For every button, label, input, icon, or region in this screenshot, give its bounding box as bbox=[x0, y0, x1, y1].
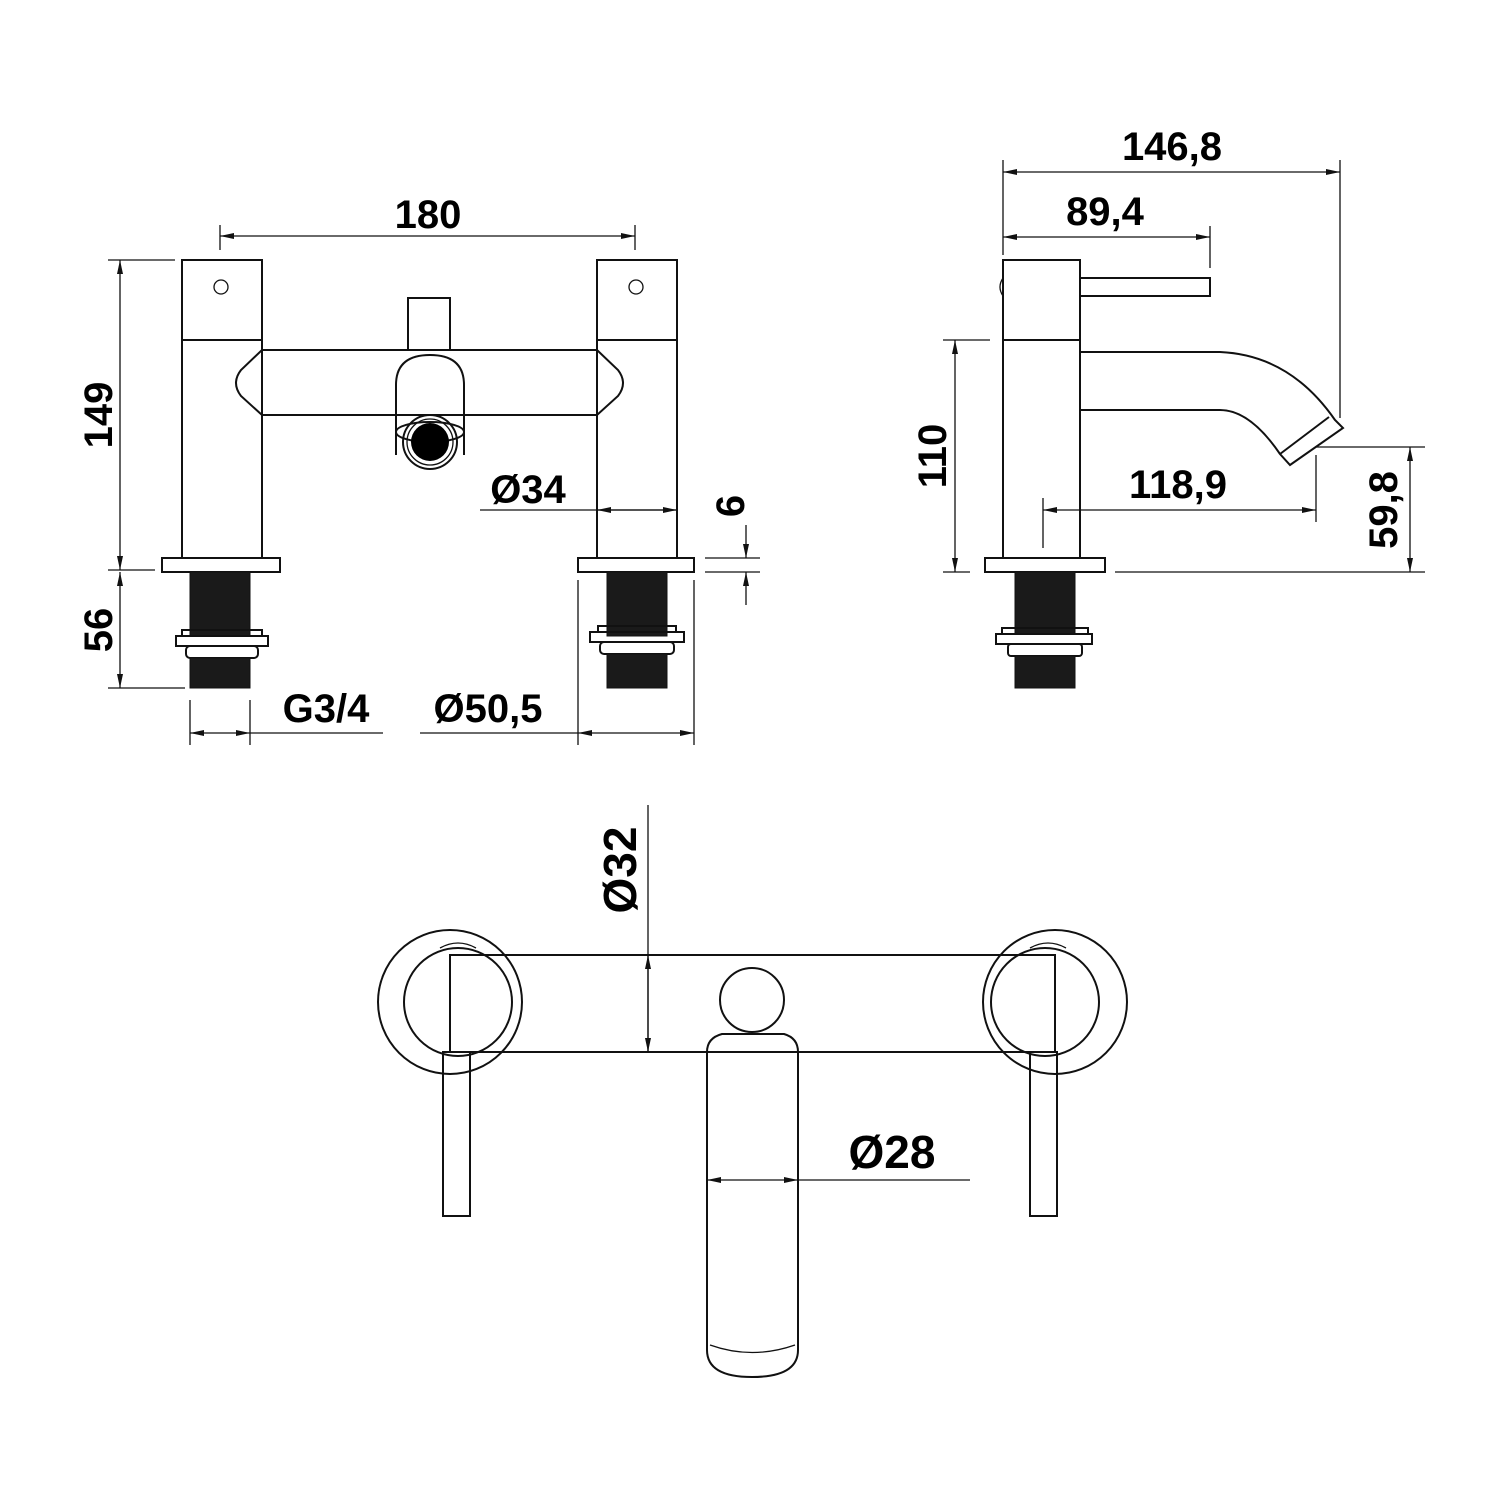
side-view: 146,8 89,4 110 118,9 59,8 bbox=[911, 125, 1425, 689]
dim-label-d32: Ø32 bbox=[594, 827, 646, 914]
dim-149: 149 bbox=[77, 259, 175, 571]
dim-118-9: 118,9 bbox=[1042, 455, 1317, 548]
dim-label-149: 149 bbox=[77, 382, 121, 449]
dim-label-g34: G3/4 bbox=[283, 687, 370, 731]
top-view: Ø32 Ø28 bbox=[377, 805, 1128, 1379]
dim-label-59-8: 59,8 bbox=[1362, 471, 1406, 549]
spout-side bbox=[1080, 351, 1345, 467]
dim-6: 6 bbox=[705, 495, 760, 605]
dim-d505: Ø50,5 bbox=[420, 580, 695, 745]
dim-d32: Ø32 bbox=[594, 805, 651, 1052]
right-rosette bbox=[982, 929, 1128, 1075]
dim-d34: Ø34 bbox=[480, 468, 677, 513]
right-handle-cap bbox=[990, 947, 1100, 1057]
dim-label-146-8: 146,8 bbox=[1122, 125, 1222, 169]
lever-side bbox=[1079, 277, 1211, 297]
front-view: 180 149 56 Ø34 6 bbox=[77, 193, 760, 745]
dim-d28: Ø28 bbox=[707, 1126, 970, 1183]
spout-top bbox=[706, 1033, 799, 1379]
dim-label-6: 6 bbox=[709, 495, 753, 517]
left-lever-top bbox=[442, 1051, 471, 1217]
left-rosette bbox=[377, 929, 523, 1075]
dim-59-8: 59,8 bbox=[1115, 446, 1425, 573]
dim-56: 56 bbox=[77, 572, 185, 689]
dim-label-110: 110 bbox=[911, 424, 955, 489]
dim-g34: G3/4 bbox=[189, 687, 383, 745]
dim-label-56: 56 bbox=[77, 608, 121, 653]
dim-146-8: 146,8 bbox=[1002, 125, 1341, 418]
dim-label-118-9: 118,9 bbox=[1129, 463, 1227, 507]
left-handle-cap bbox=[403, 947, 513, 1057]
diverter-top bbox=[719, 967, 785, 1033]
dim-110: 110 bbox=[911, 339, 990, 573]
dim-label-d28: Ø28 bbox=[849, 1126, 936, 1178]
dim-180: 180 bbox=[219, 193, 636, 250]
right-pillar bbox=[577, 259, 695, 689]
dim-label-d505: Ø50,5 bbox=[434, 687, 543, 731]
dim-label-180: 180 bbox=[395, 193, 462, 237]
crossbar bbox=[235, 349, 624, 416]
right-lever-top bbox=[1029, 1051, 1058, 1217]
spout-front bbox=[395, 353, 465, 470]
dim-label-89-4: 89,4 bbox=[1066, 190, 1145, 234]
diverter-knob bbox=[407, 297, 451, 351]
dim-label-d34: Ø34 bbox=[490, 468, 566, 512]
dim-89-4: 89,4 bbox=[1003, 190, 1211, 268]
left-pillar bbox=[161, 259, 281, 689]
